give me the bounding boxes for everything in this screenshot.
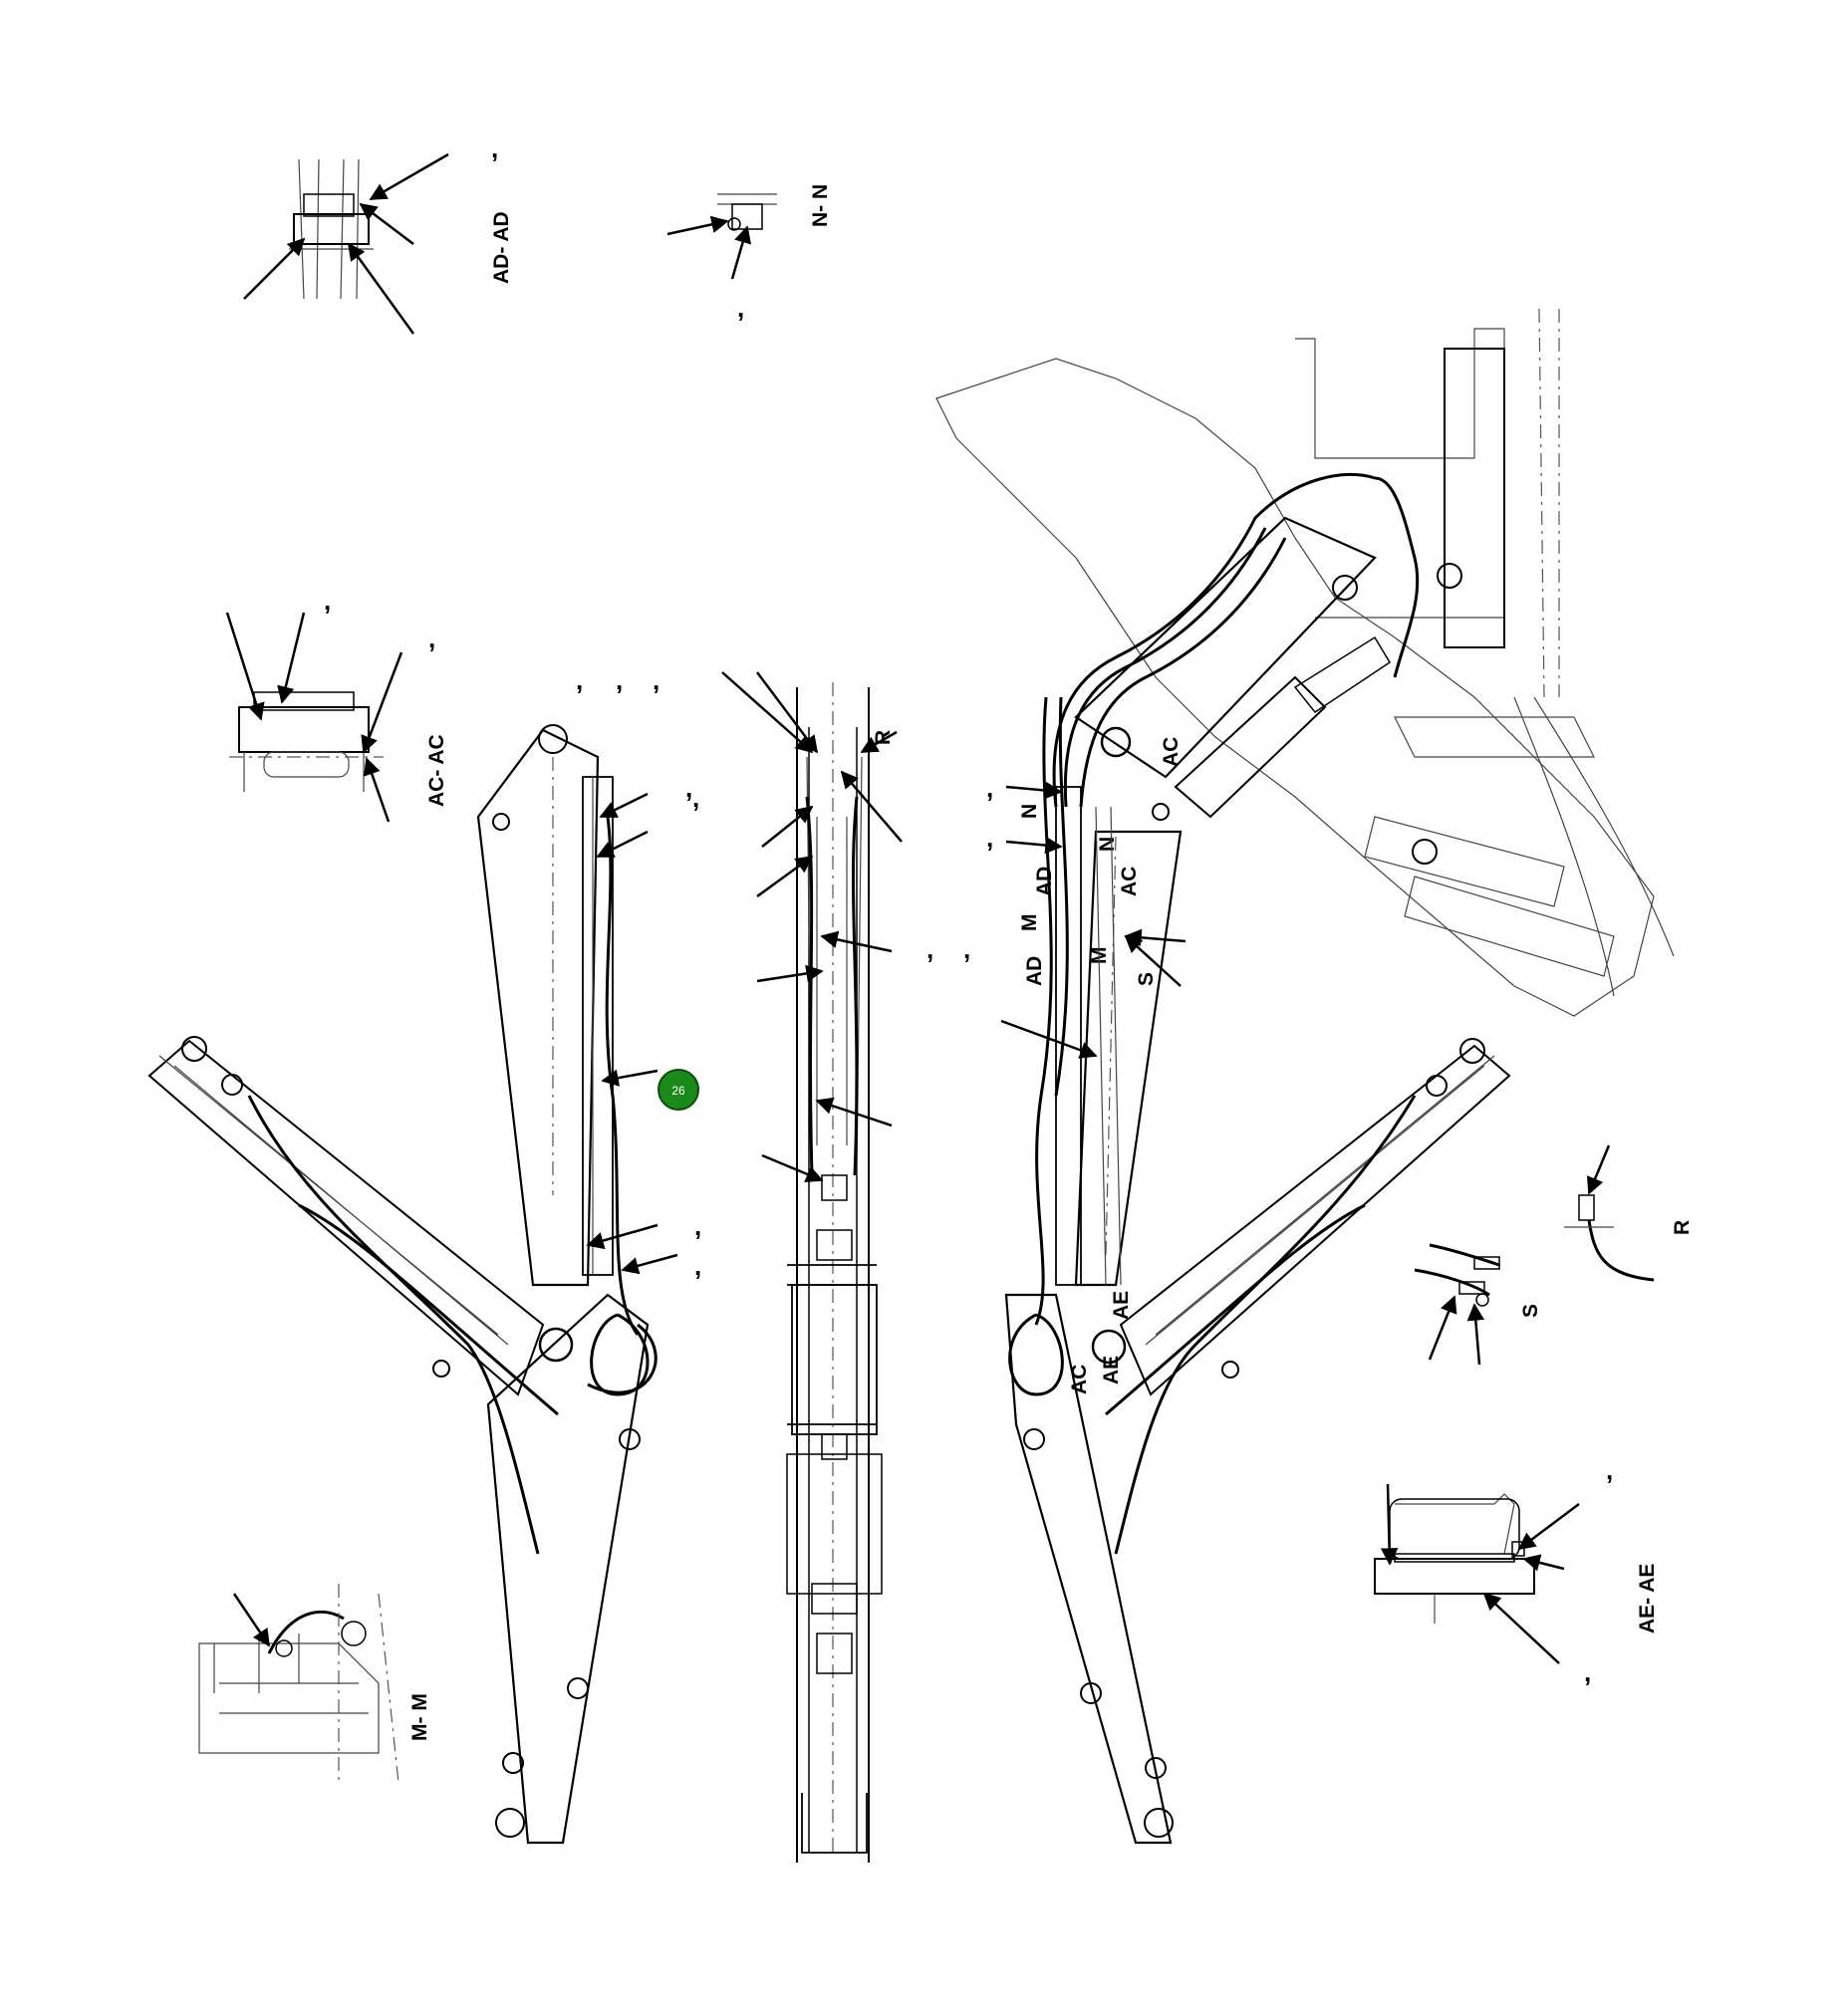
- view-label-n-n: N- N: [809, 184, 832, 227]
- callout-number: 26: [671, 1084, 685, 1098]
- view-label-r: R: [1671, 1220, 1694, 1235]
- callout-tick: ,: [576, 665, 583, 695]
- section-mark-ac-top: AC: [1160, 737, 1183, 767]
- section-mark-r: R: [872, 730, 895, 745]
- right-stick-view: N N AC AC AD AD M M S AE AC AE , ,: [986, 696, 1511, 1845]
- callout-tick: ,: [692, 783, 699, 813]
- section-mark-ac-lower: AC: [1068, 1365, 1091, 1394]
- view-label-s: S: [1519, 1304, 1542, 1318]
- section-mark-ae-lower: AE: [1100, 1356, 1123, 1384]
- callout-tick: ,: [926, 934, 933, 964]
- callout-tick: ,: [963, 934, 970, 964]
- view-label-ae-ae: AE- AE: [1636, 1564, 1659, 1633]
- view-label-m-m: M- M: [408, 1693, 431, 1741]
- view-label-ad-ad: AD- AD: [490, 211, 513, 284]
- part-callout-badge[interactable]: 26: [658, 1069, 699, 1111]
- section-mark-m-top: M: [1018, 914, 1041, 932]
- callout-tick: ,: [986, 823, 993, 853]
- callout-tick: ,: [491, 133, 498, 163]
- callout-tick: ,: [653, 665, 660, 695]
- section-mark-ae: AE: [1110, 1291, 1133, 1320]
- view-label-ac-ac: AC- AC: [425, 734, 448, 807]
- section-mark-ad-top: AD: [1033, 867, 1056, 896]
- callout-tick: ,: [1584, 1657, 1591, 1687]
- detail-ac-ac: AC- AC , ,: [225, 586, 448, 823]
- callout-tick: ,: [324, 586, 331, 616]
- section-mark-ac: AC: [1118, 867, 1141, 896]
- section-mark-s: S: [1135, 972, 1158, 986]
- section-mark-ad: AD: [1023, 956, 1046, 986]
- callout-tick: ,: [616, 665, 623, 695]
- detail-r: R: [1564, 1144, 1694, 1282]
- detail-m-m: M- M: [198, 1584, 431, 1784]
- section-mark-n: N: [1096, 837, 1119, 852]
- callout-tick: ,: [694, 1251, 701, 1281]
- callout-tick: ,: [1606, 1455, 1613, 1485]
- left-stick-view: , , , , , ,: [147, 665, 701, 1845]
- callout-tick: ,: [685, 773, 692, 803]
- machine-body: [935, 308, 1675, 1286]
- callout-tick: ,: [694, 1211, 701, 1241]
- detail-n-n: N- N ,: [666, 184, 832, 323]
- callout-tick: ,: [986, 773, 993, 803]
- center-top-view: R , , ,: [692, 671, 970, 1863]
- detail-s: S: [1414, 1243, 1542, 1366]
- detail-ad-ad: AD- AD ,: [243, 133, 513, 335]
- callout-tick: ,: [428, 624, 435, 653]
- section-mark-n-top: N: [1018, 804, 1041, 819]
- detail-ae-ae: AE- AE , ,: [1374, 1455, 1659, 1687]
- callout-tick: ,: [737, 293, 744, 323]
